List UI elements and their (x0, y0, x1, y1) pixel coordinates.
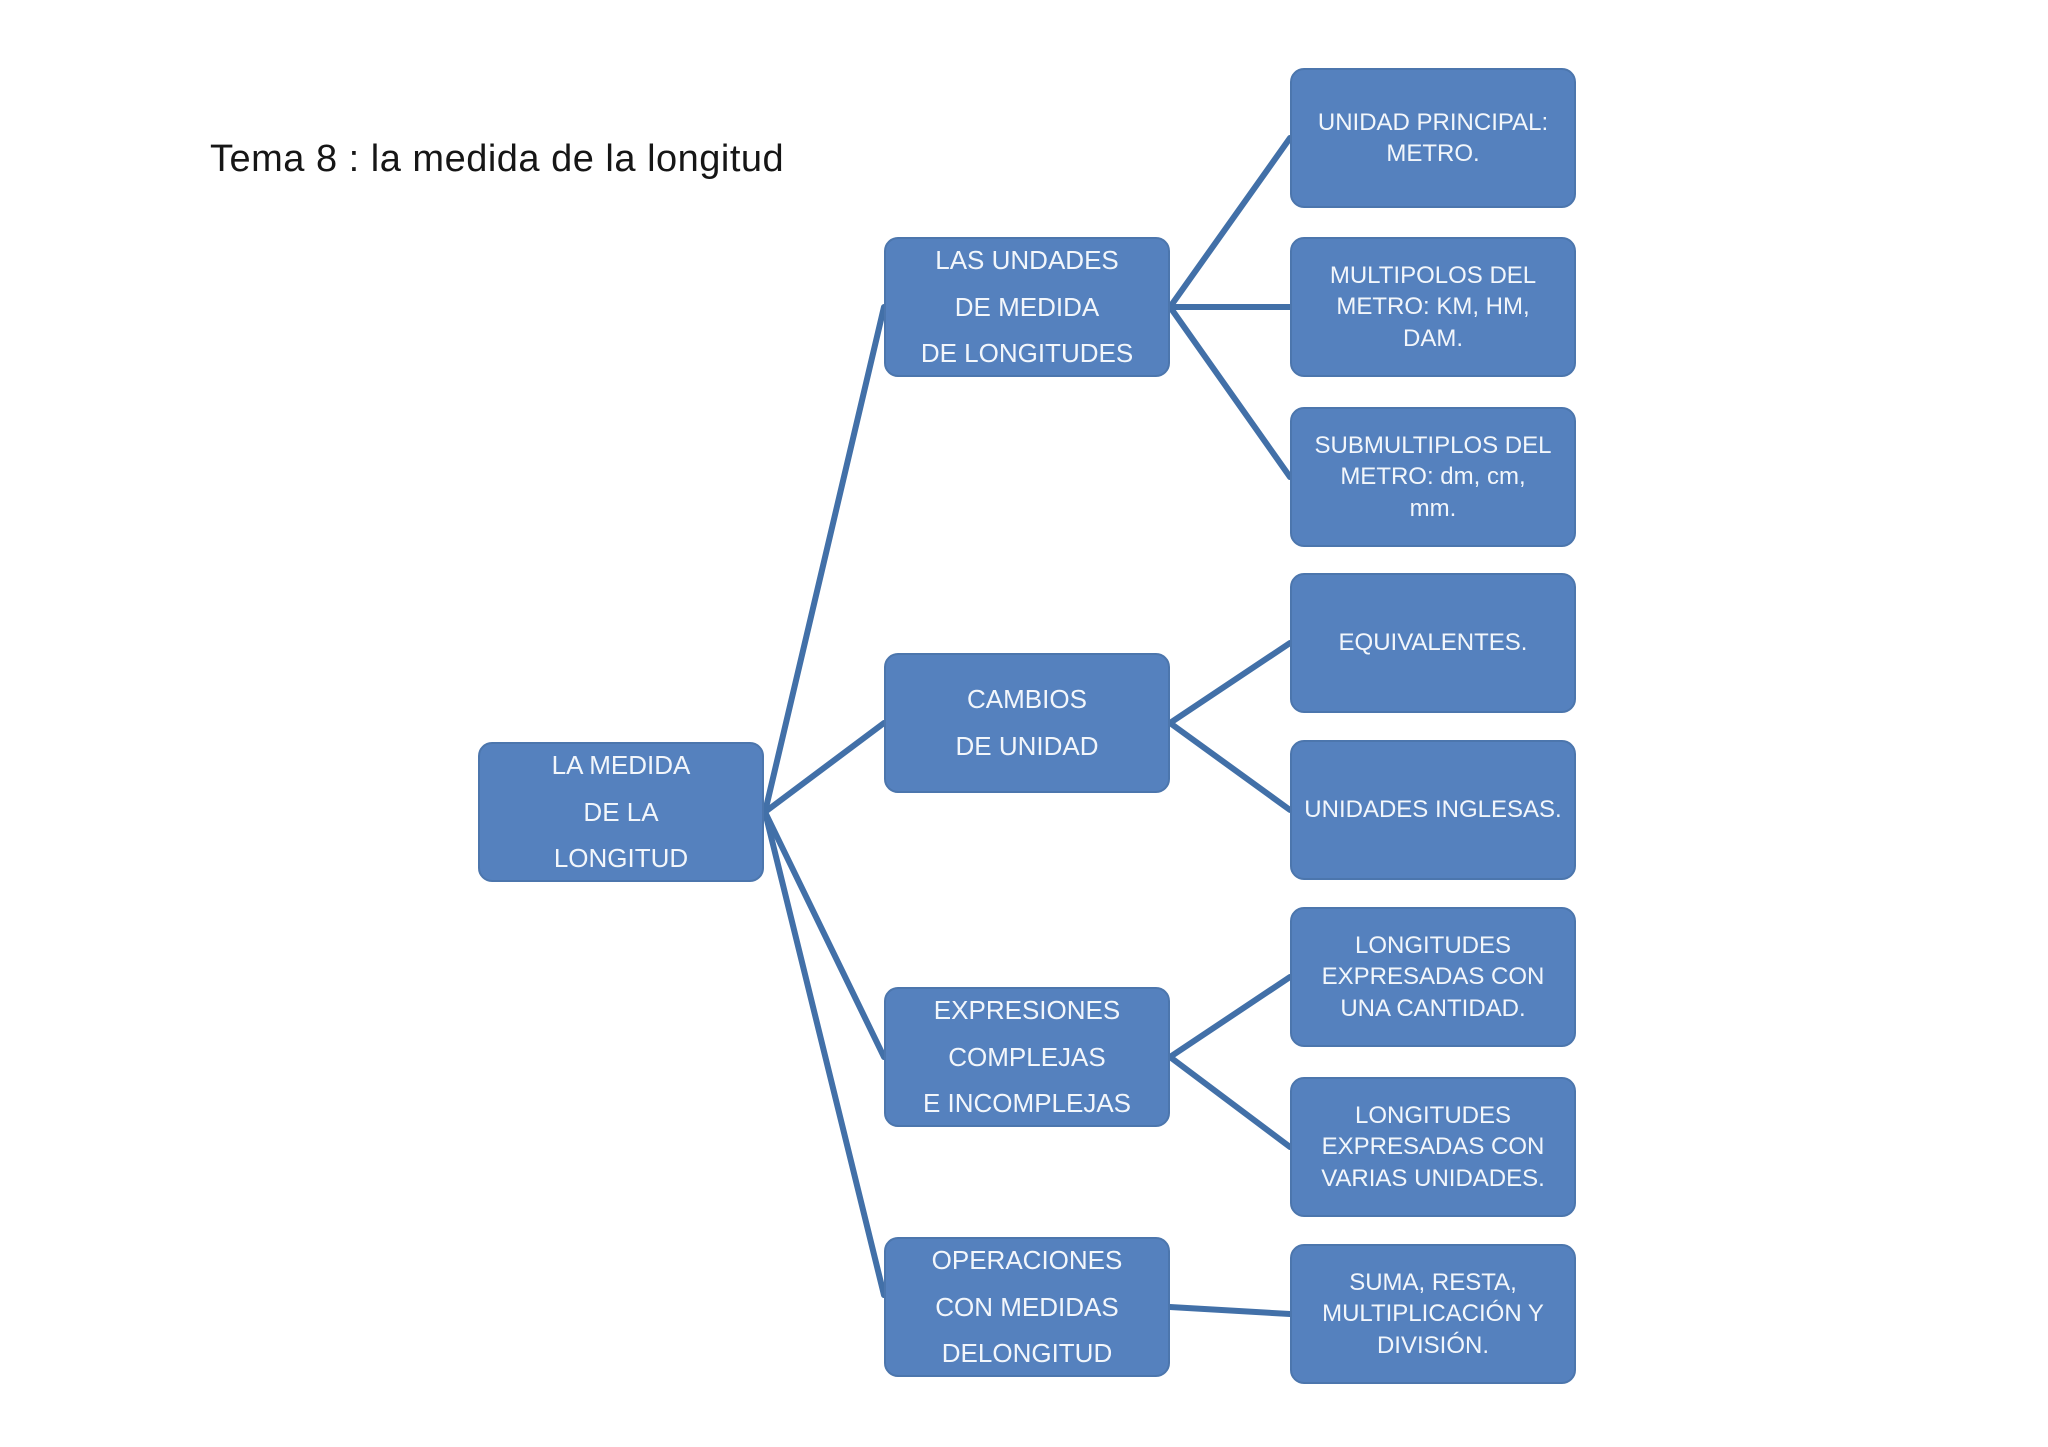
node-label: SUBMULTIPLOS DEL METRO: dm, cm, mm. (1314, 432, 1552, 522)
node-label: LONGITUDES EXPRESADAS CON VARIAS UNIDADE… (1321, 1102, 1545, 1192)
node-label: LAS UNDADES DE MEDIDA DE LONGITUDES (920, 244, 1134, 369)
slide-title: Tema 8 : la medida de la longitud (210, 138, 785, 180)
node-longitudes-una-cantidad: LONGITUDES EXPRESADAS CON UNA CANTIDAD. (1290, 907, 1576, 1047)
node-label: CAMBIOS DE UNIDAD (955, 684, 1099, 761)
node-multipolos-del-metro: MULTIPOLOS DEL METRO: KM, HM, DAM. (1290, 237, 1576, 377)
node-label: LA MEDIDA DE LA LONGITUD (551, 749, 691, 874)
node-operaciones-con-medidas: OPERACIONES CON MEDIDAS DELONGITUD (884, 1237, 1170, 1377)
connector-branch2-leaf1 (1167, 1054, 1293, 1150)
connector-branch1-leaf1 (1167, 720, 1293, 813)
connector-branch0-leaf2 (1167, 304, 1293, 480)
node-la-medida-de-la-longitud: LA MEDIDA DE LA LONGITUD (478, 742, 764, 882)
connector-root-branch-2 (762, 809, 887, 1060)
node-cambios-de-unidad: CAMBIOS DE UNIDAD (884, 653, 1170, 793)
node-label: SUMA, RESTA, MULTIPLICACIÓN Y DIVISIÓN. (1322, 1269, 1544, 1359)
node-longitudes-varias-unidades: LONGITUDES EXPRESADAS CON VARIAS UNIDADE… (1290, 1077, 1576, 1217)
node-label: EXPRESIONES COMPLEJAS E INCOMPLEJAS (922, 994, 1132, 1119)
node-label: LONGITUDES EXPRESADAS CON UNA CANTIDAD. (1321, 932, 1545, 1022)
node-suma-resta-multiplicacion-division: SUMA, RESTA, MULTIPLICACIÓN Y DIVISIÓN. (1290, 1244, 1576, 1384)
node-unidades-inglesas: UNIDADES INGLESAS. (1290, 740, 1576, 880)
connector-root-branch-1 (762, 720, 887, 815)
node-label: UNIDAD PRINCIPAL: METRO. (1317, 108, 1549, 167)
connector-root-branch-0 (762, 304, 887, 815)
connector-branch0-leaf0 (1167, 135, 1293, 310)
node-label: EQUIVALENTES. (1338, 629, 1528, 657)
node-submultiplos-del-metro: SUBMULTIPLOS DEL METRO: dm, cm, mm. (1290, 407, 1576, 547)
node-unidad-principal-metro: UNIDAD PRINCIPAL: METRO. (1290, 68, 1576, 208)
node-las-undades-de-medida: LAS UNDADES DE MEDIDA DE LONGITUDES (884, 237, 1170, 377)
connector-branch1-leaf0 (1167, 640, 1293, 726)
node-label: MULTIPOLOS DEL METRO: KM, HM, DAM. (1329, 262, 1537, 352)
node-expresiones-complejas-e-incomplejas: EXPRESIONES COMPLEJAS E INCOMPLEJAS (884, 987, 1170, 1127)
connector-branch3-leaf0 (1167, 1304, 1293, 1317)
connector-branch2-leaf0 (1167, 974, 1293, 1060)
node-label: UNIDADES INGLESAS. (1304, 796, 1562, 824)
node-label: OPERACIONES CON MEDIDAS DELONGITUD (931, 1244, 1123, 1369)
node-equivalentes: EQUIVALENTES. (1290, 573, 1576, 713)
connector-root-branch-3 (762, 809, 887, 1298)
